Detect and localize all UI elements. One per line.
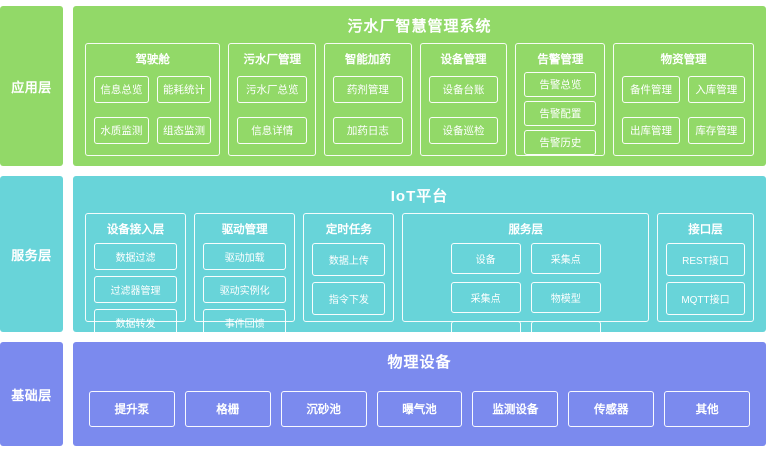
- device-chip[interactable]: 格栅: [184, 390, 271, 427]
- group-items-driver-management: 驱动加载 驱动实例化 事件回馈: [203, 243, 287, 336]
- layer-infrastructure: 基础层 物理设备 提升泵 格栅 沉砂池 曝气池 监测设备 传感器 其他: [0, 342, 766, 446]
- module-chip[interactable]: 设备: [450, 243, 521, 274]
- group-title-equipment-management: 设备管理: [440, 54, 487, 66]
- module-chip[interactable]: 污水厂总览: [237, 76, 308, 103]
- panel-title-physical-devices: 物理设备: [387, 354, 452, 371]
- module-chip[interactable]: 采集点: [530, 243, 601, 274]
- device-chip[interactable]: 提升泵: [89, 390, 175, 427]
- module-chip[interactable]: 数据过滤: [94, 243, 178, 270]
- panel-body-application: 驾驶舱 信息总览 能耗统计 水质监测 组态监测 污水厂管理 污水厂总览 信息详情: [85, 43, 754, 156]
- module-chip[interactable]: REST接口: [666, 243, 745, 276]
- module-chip[interactable]: 设备台账: [428, 76, 499, 103]
- module-chip[interactable]: 出库管理: [622, 117, 680, 144]
- module-chip[interactable]: 物模型: [530, 282, 601, 313]
- group-title-material-management: 物资管理: [660, 54, 707, 66]
- module-chip[interactable]: 设备巡检: [428, 117, 499, 144]
- device-chip[interactable]: 沉砂池: [280, 390, 367, 427]
- module-chip[interactable]: MQTT接口: [666, 282, 745, 315]
- module-chip[interactable]: 告警总览: [524, 72, 597, 97]
- panel-body-iot-platform: 设备接入层 数据过滤 过滤器管理 数据转发 驱动管理 驱动加载 驱动实例化 事件…: [85, 213, 754, 352]
- module-chip[interactable]: 数据上传: [312, 243, 386, 276]
- layer-label-infrastructure: 基础层: [0, 342, 63, 446]
- group-title-alarm-management: 告警管理: [537, 54, 584, 66]
- module-chip[interactable]: 库存管理: [687, 117, 745, 144]
- group-plant-management[interactable]: 污水厂管理 污水厂总览 信息详情: [228, 43, 317, 156]
- group-items-cockpit: 信息总览 能耗统计 水质监测 组态监测: [94, 72, 212, 148]
- module-chip[interactable]: 信息详情: [237, 117, 308, 144]
- module-chip[interactable]: 水质监测: [94, 117, 149, 144]
- group-title-smart-dosing: 智能加药: [344, 54, 391, 66]
- module-chip[interactable]: 入库管理: [687, 76, 745, 103]
- layer-label-application: 应用层: [0, 6, 63, 166]
- group-scheduled-task[interactable]: 定时任务 数据上传 指令下发: [303, 213, 395, 322]
- module-chip[interactable]: 备件管理: [622, 76, 680, 103]
- group-items-equipment-management: 设备台账 设备巡检: [428, 72, 499, 148]
- group-items-device-access-layer: 数据过滤 过滤器管理 数据转发: [94, 243, 178, 336]
- group-items-interface-layer: REST接口 MQTT接口: [666, 243, 745, 315]
- group-items-smart-dosing: 药剂管理 加药日志: [333, 72, 403, 148]
- panel-physical-devices: 物理设备 提升泵 格栅 沉砂池 曝气池 监测设备 传感器 其他: [73, 342, 766, 446]
- module-chip[interactable]: 药剂管理: [333, 76, 403, 103]
- device-chip[interactable]: 传感器: [568, 390, 655, 427]
- group-items-plant-management: 污水厂总览 信息详情: [237, 72, 308, 148]
- module-chip[interactable]: 驱动实例化: [203, 276, 287, 303]
- module-chip[interactable]: 采集点: [450, 282, 521, 313]
- panel-iot-platform: IoT平台 设备接入层 数据过滤 过滤器管理 数据转发 驱动管理 驱动加载 驱动…: [73, 176, 766, 352]
- panel-title-application: 污水厂智慧管理系统: [347, 18, 492, 35]
- panel-title-iot-platform: IoT平台: [390, 188, 449, 205]
- layer-service: 服务层 IoT平台 设备接入层 数据过滤 过滤器管理 数据转发 驱动管理 驱动加…: [0, 176, 766, 352]
- module-chip[interactable]: 组态监测: [156, 117, 212, 144]
- group-title-cockpit: 驾驶舱: [135, 54, 170, 66]
- group-equipment-management[interactable]: 设备管理 设备台账 设备巡检: [419, 43, 508, 156]
- module-chip[interactable]: 驱动加载: [203, 243, 287, 270]
- group-material-management[interactable]: 物资管理 备件管理 入库管理 出库管理 库存管理: [613, 43, 754, 156]
- module-chip[interactable]: 过滤器管理: [94, 276, 178, 303]
- group-title-device-access-layer: 设备接入层: [106, 224, 165, 236]
- device-chip[interactable]: 曝气池: [376, 390, 463, 427]
- group-smart-dosing[interactable]: 智能加药 药剂管理 加药日志: [324, 43, 412, 156]
- group-title-driver-management: 驱动管理: [221, 224, 268, 236]
- group-title-interface-layer: 接口层: [688, 224, 723, 236]
- group-items-material-management: 备件管理 入库管理 出库管理 库存管理: [622, 72, 745, 148]
- group-service-layer[interactable]: 服务层 设备 采集点 采集点 物模型 产品 产品: [402, 213, 650, 352]
- group-title-scheduled-task: 定时任务: [325, 224, 372, 236]
- group-interface-layer[interactable]: 接口层 REST接口 MQTT接口: [657, 213, 754, 322]
- layer-application: 应用层 污水厂智慧管理系统 驾驶舱 信息总览 能耗统计 水质监测 组态监测 污水…: [0, 6, 766, 166]
- group-title-plant-management: 污水厂管理: [243, 54, 301, 66]
- group-items-service-layer: 设备 采集点 采集点 物模型 产品 产品: [411, 243, 640, 352]
- layer-label-service: 服务层: [0, 176, 63, 332]
- group-title-service-layer: 服务层: [508, 224, 543, 236]
- device-row: 提升泵 格栅 沉砂池 曝气池 监测设备 传感器 其他: [85, 379, 754, 436]
- module-chip[interactable]: 加药日志: [333, 117, 403, 144]
- module-chip[interactable]: 告警配置: [524, 101, 597, 126]
- group-items-alarm-management: 告警总览 告警配置 告警历史: [524, 72, 597, 155]
- group-items-scheduled-task: 数据上传 指令下发: [312, 243, 386, 315]
- module-chip[interactable]: 告警历史: [524, 130, 597, 155]
- group-cockpit[interactable]: 驾驶舱 信息总览 能耗统计 水质监测 组态监测: [85, 43, 221, 156]
- device-chip[interactable]: 监测设备: [472, 390, 559, 427]
- module-chip[interactable]: 能耗统计: [156, 76, 212, 103]
- module-chip[interactable]: 信息总览: [94, 76, 149, 103]
- group-alarm-management[interactable]: 告警管理 告警总览 告警配置 告警历史: [515, 43, 606, 156]
- group-driver-management[interactable]: 驱动管理 驱动加载 驱动实例化 事件回馈: [194, 213, 296, 336]
- module-chip[interactable]: 事件回馈: [203, 309, 287, 336]
- panel-application: 污水厂智慧管理系统 驾驶舱 信息总览 能耗统计 水质监测 组态监测 污水厂管理 …: [73, 6, 766, 166]
- group-device-access-layer[interactable]: 设备接入层 数据过滤 过滤器管理 数据转发: [85, 213, 187, 336]
- module-chip[interactable]: 指令下发: [312, 282, 386, 315]
- module-chip[interactable]: 数据转发: [94, 309, 178, 336]
- device-chip[interactable]: 其他: [664, 390, 751, 427]
